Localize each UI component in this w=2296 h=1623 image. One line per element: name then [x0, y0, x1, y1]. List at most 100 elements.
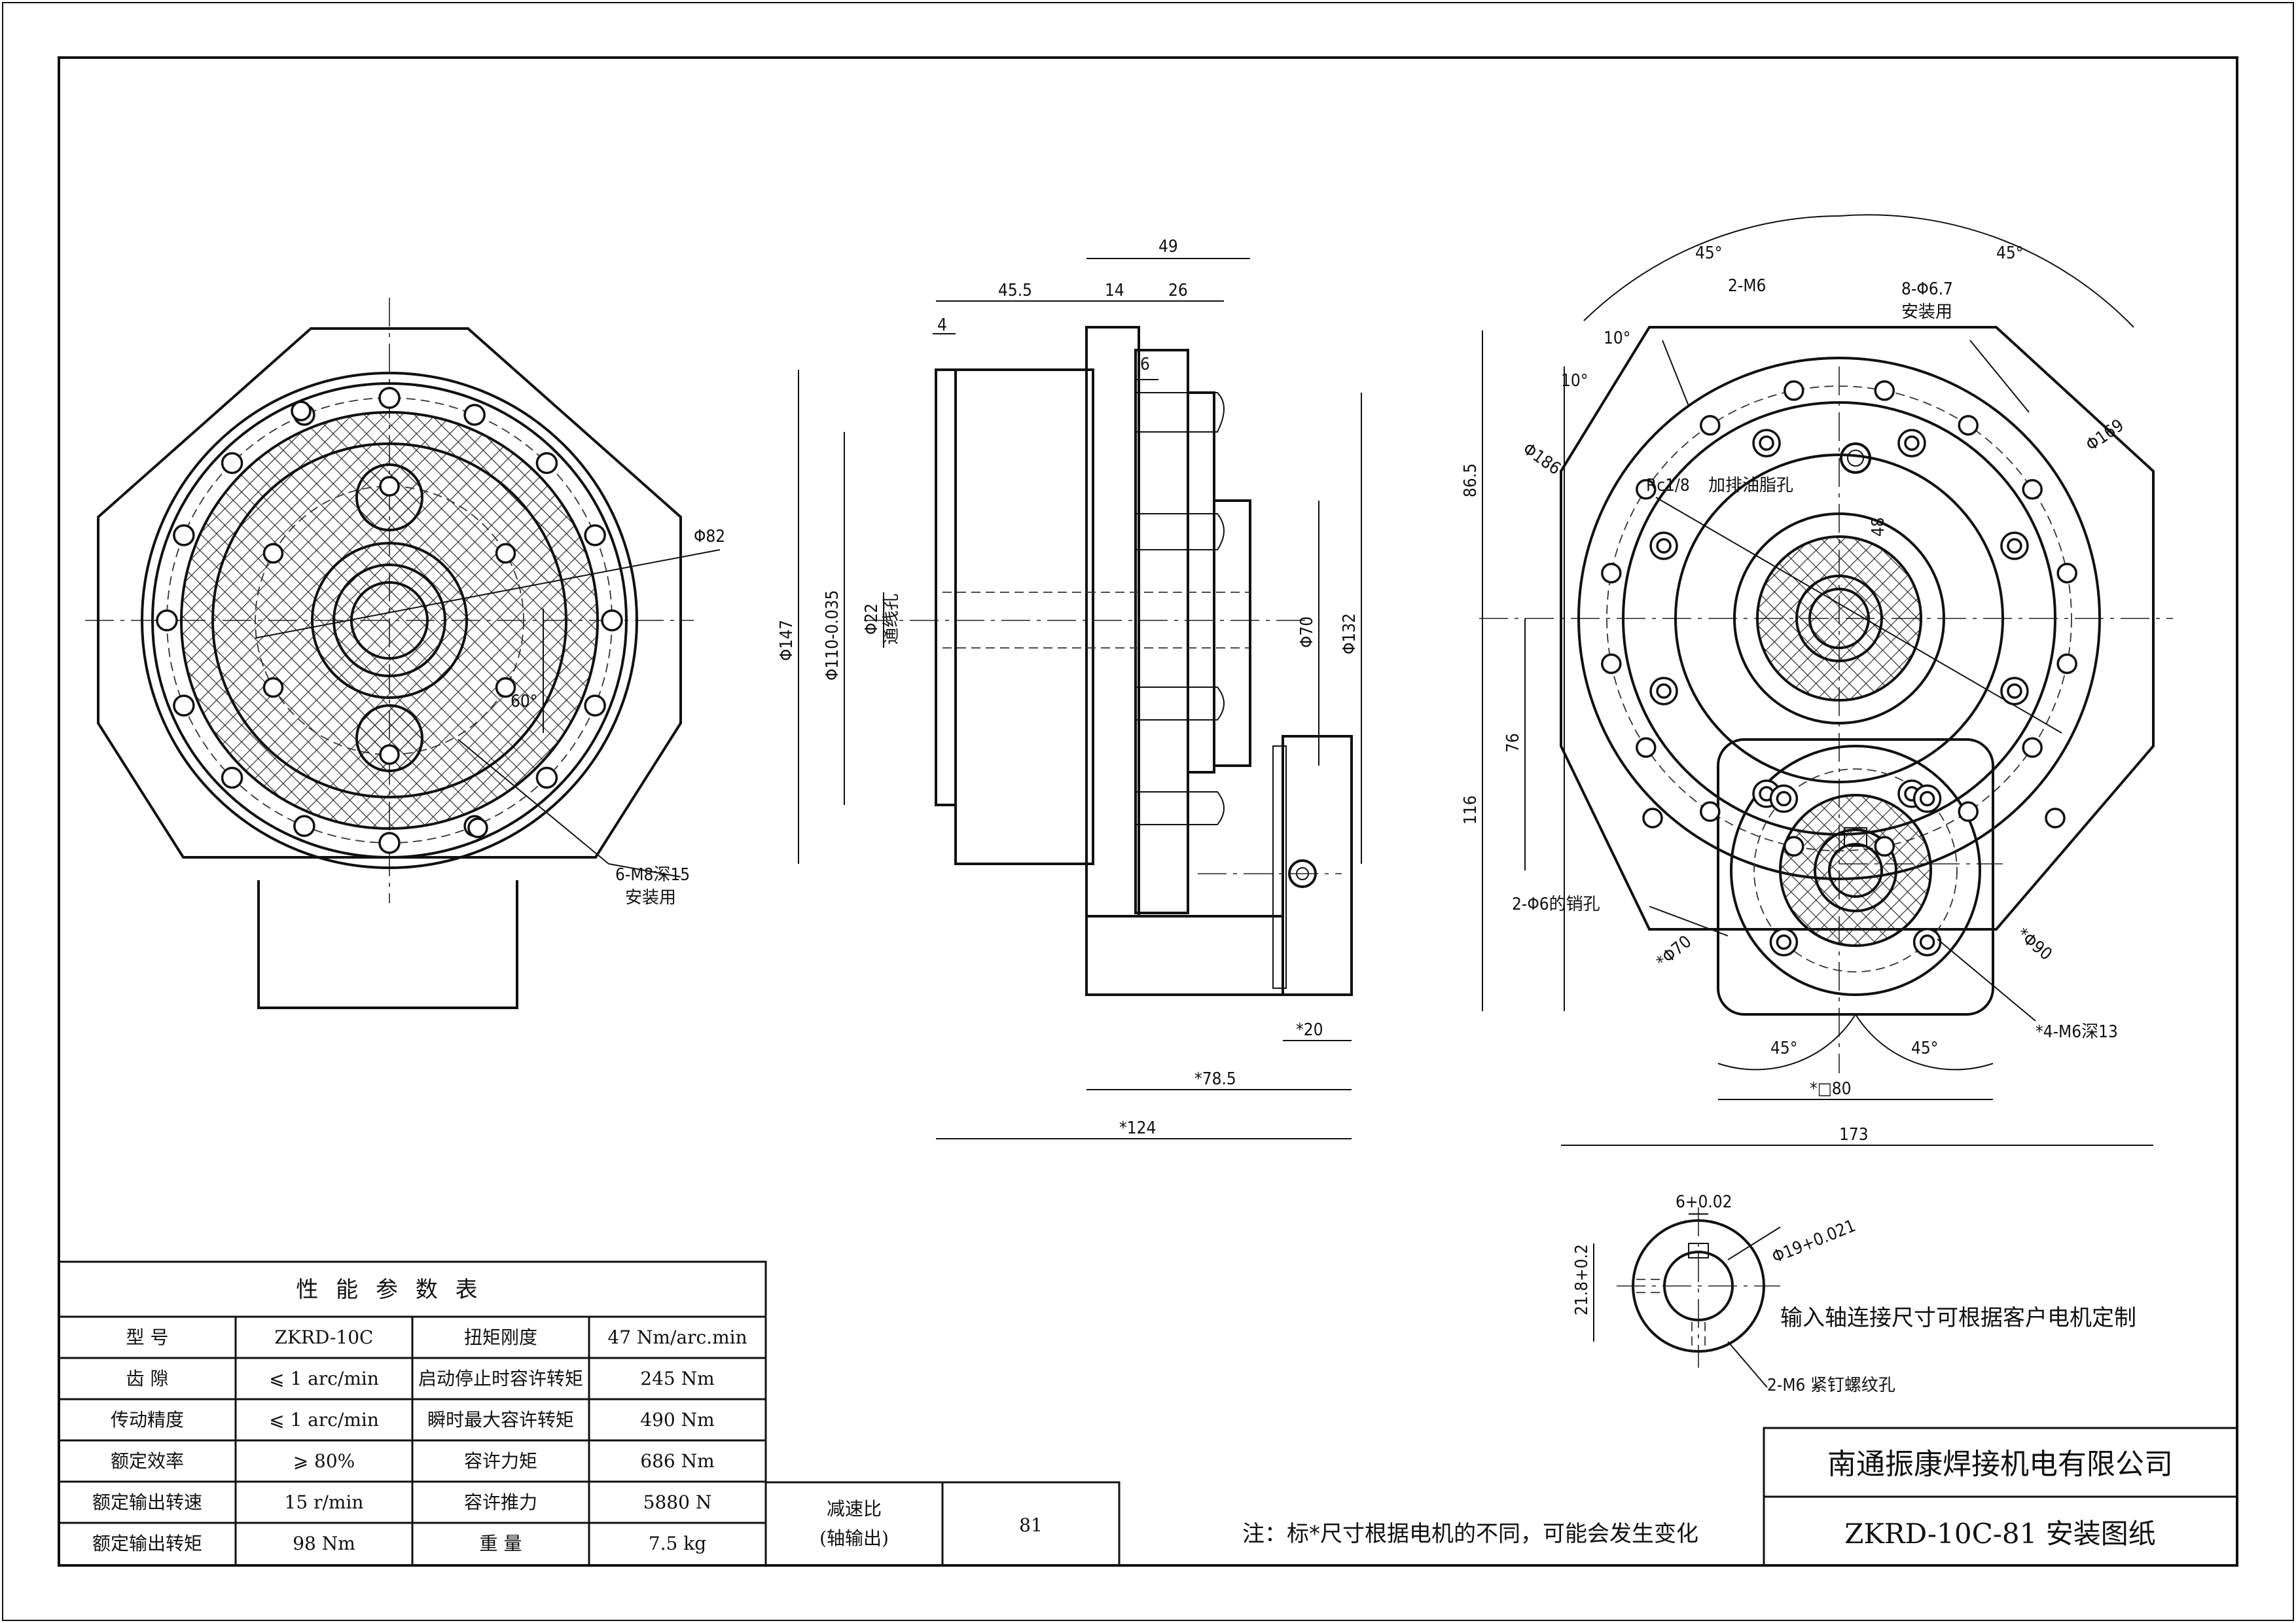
- table-cell: ⩽ 1 arc/min: [269, 1409, 379, 1431]
- table-cell: 容许力矩: [464, 1450, 537, 1472]
- shaft-note: 输入轴连接尺寸可根据客户电机定制: [1780, 1305, 2136, 1331]
- dim-8-phi6-7: 8-Φ6.7: [1901, 279, 1953, 299]
- company-name: 南通振康焊接机电有限公司: [1827, 1448, 2173, 1481]
- mounting-hole: [156, 609, 178, 632]
- end-view: [1479, 326, 2173, 1073]
- dowel-pin-hole: [1642, 808, 1663, 829]
- table-cell: 7.5 kg: [649, 1533, 706, 1554]
- dim-8-phi6-7-use: 安装用: [1901, 302, 1952, 322]
- table-cell: 47 Nm/arc.min: [607, 1327, 747, 1348]
- bolt-hole-inner: [1656, 538, 1672, 554]
- dim-square-80: *□80: [1810, 1079, 1852, 1099]
- dim-4-m6: *4-M6深13: [2036, 1022, 2118, 1042]
- side-view-dimensions: [798, 258, 1362, 1139]
- mounting-hole: [584, 694, 606, 717]
- motor-flange-hole-inner: [1919, 934, 1935, 950]
- table-cell: 额定输出转矩: [92, 1533, 202, 1554]
- pin-hole: [291, 401, 312, 421]
- dim-m8-holes: 6-M8深15: [615, 865, 690, 885]
- flange-hole: [1874, 836, 1895, 857]
- tapped-hole: [262, 677, 284, 698]
- dim-78-5: *78.5: [1194, 1069, 1236, 1089]
- dim-124: *124: [1119, 1118, 1156, 1138]
- flange-hole: [1783, 380, 1804, 401]
- table-cell: 齿 隙: [126, 1368, 169, 1389]
- dowel-pin-hole: [2045, 808, 2066, 829]
- dim-bore-phi19: Φ19+0.021: [1769, 1216, 1858, 1267]
- tapped-hole: [495, 543, 516, 564]
- mounting-hole: [221, 452, 243, 474]
- mounting-hole: [584, 524, 606, 546]
- drawing-title: ZKRD-10C-81 安装图纸: [1844, 1518, 2155, 1550]
- front-view: [85, 298, 721, 1009]
- flange-hole: [1958, 415, 1979, 436]
- shaft-detail: [1593, 1207, 1781, 1388]
- table-cell: 5880 N: [643, 1491, 712, 1513]
- dim-45-left: 45°: [1695, 243, 1722, 263]
- table-cell: 传动精度: [111, 1409, 184, 1431]
- dim-phi169: Φ169: [2083, 416, 2128, 455]
- dim-10-a: 10°: [1604, 329, 1630, 348]
- flange-hole: [1783, 836, 1804, 857]
- table-cell: 启动停止时容许转矩: [418, 1368, 583, 1389]
- table-cell: 扭矩刚度: [464, 1327, 537, 1348]
- table-cell: 686 Nm: [640, 1450, 714, 1472]
- dim-phi186: Φ186: [1519, 439, 1564, 479]
- bolt-hole-inner: [1656, 683, 1672, 699]
- table-cell: 瞬时最大容许转矩: [427, 1409, 574, 1431]
- tapped-hole: [495, 677, 516, 698]
- table-cell: 容许推力: [464, 1491, 537, 1513]
- dim-set-screw: 2-M6 紧钉螺纹孔: [1767, 1376, 1895, 1395]
- dim-20: *20: [1296, 1020, 1323, 1040]
- flange-hole: [1700, 801, 1721, 822]
- table-cell: 245 Nm: [640, 1368, 714, 1389]
- dim-phi82: Φ82: [694, 527, 725, 546]
- table-cell: ZKRD-10C: [275, 1327, 374, 1348]
- dim-45-5: 45.5: [998, 281, 1032, 300]
- flange-hole: [2056, 653, 2077, 675]
- dim-116: 116: [1461, 795, 1480, 825]
- motor-flange-hole-inner: [1776, 934, 1792, 950]
- table-cell: ⩾ 80%: [293, 1450, 355, 1472]
- flange-hole: [1601, 653, 1622, 675]
- dim-pin-holes: 2-Φ6的销孔: [1512, 895, 1600, 914]
- mounting-hole: [535, 452, 558, 474]
- dim-48: 48: [1869, 517, 1888, 537]
- tapped-hole: [379, 476, 400, 497]
- mounting-hole: [173, 694, 195, 717]
- table-cell: 98 Nm: [293, 1533, 355, 1554]
- ratio-value: 81: [1019, 1514, 1043, 1536]
- dim-angle-60: 60°: [511, 692, 537, 711]
- flange-hole: [1636, 737, 1657, 758]
- dim-rc1-8: Rc1/8: [1646, 476, 1690, 495]
- dim-phi90: *Φ90: [2013, 924, 2056, 964]
- table-cell: 15 r/min: [285, 1491, 364, 1513]
- ratio-box: [764, 1481, 1121, 1567]
- bolt-hole-inner: [2007, 683, 2022, 699]
- performance-table: [58, 1260, 767, 1567]
- mounting-hole: [378, 832, 401, 854]
- dim-45-bottom-left: 45°: [1770, 1039, 1797, 1058]
- dim-14: 14: [1105, 281, 1124, 300]
- flange-hole: [2056, 562, 2077, 584]
- flange-hole: [1700, 415, 1721, 436]
- table-cell: 490 Nm: [640, 1409, 714, 1431]
- dim-49: 49: [1158, 237, 1178, 257]
- dim-86-5: 86.5: [1461, 463, 1480, 497]
- table-cell: 型 号: [126, 1327, 169, 1348]
- table-cell: ⩽ 1 arc/min: [269, 1368, 379, 1389]
- flange-hole: [1958, 801, 1979, 822]
- side-view: [864, 326, 1353, 996]
- change-note: 注：标*尺寸根据电机的不同，可能会发生变化: [1242, 1521, 1698, 1547]
- mounting-hole: [378, 387, 401, 409]
- dim-4: 4: [937, 315, 947, 335]
- tapped-hole: [379, 744, 400, 765]
- mounting-hole: [293, 815, 315, 837]
- title-block: [1763, 1427, 2238, 1567]
- flange-hole: [1601, 562, 1622, 584]
- dim-phi22-note: 通线孔: [882, 594, 901, 645]
- dim-6: 6: [1140, 355, 1150, 374]
- mounting-hole: [535, 766, 558, 789]
- flange-hole: [1874, 380, 1895, 401]
